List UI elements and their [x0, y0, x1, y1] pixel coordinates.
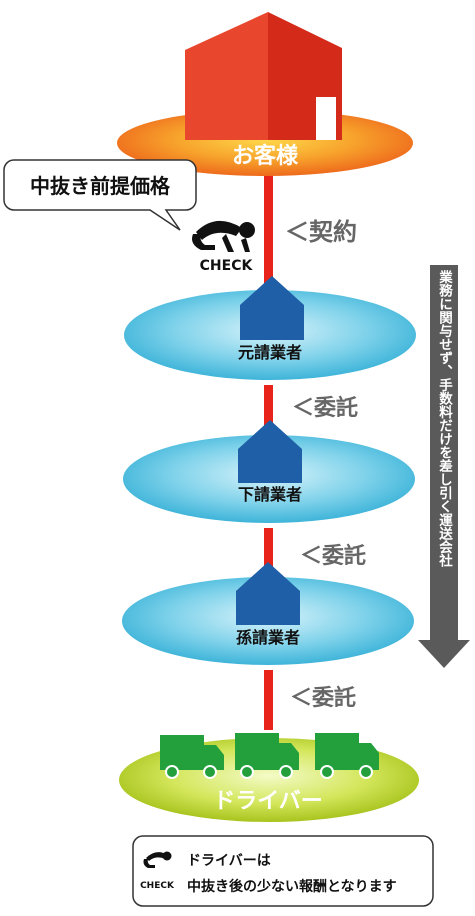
callout-bubble: 中抜き前提価格 — [3, 159, 197, 231]
connector-lines — [264, 165, 273, 730]
connector-line — [264, 528, 273, 568]
house-icon — [236, 562, 300, 625]
tier-label: 元請業者 — [238, 343, 302, 362]
connector-line — [264, 165, 273, 290]
driver-label: ドライバー — [213, 789, 323, 814]
truck-icon — [160, 735, 224, 779]
side-arrow-text: 業務に関与せず、手数料だけを差し引く運送会社 — [436, 269, 454, 569]
house-icon — [185, 12, 342, 140]
kneeling-man-icon — [143, 851, 172, 868]
check-label: CHECK — [200, 258, 254, 274]
note-check-label: CHECK — [140, 881, 175, 891]
down-arrow-icon — [418, 265, 470, 668]
note-box: CHECK ドライバーは 中抜き後の少ない報酬となります — [132, 835, 434, 907]
house-icon — [238, 420, 302, 483]
tier-label: 孫請業者 — [236, 628, 300, 647]
tier-node-prime: 元請業者 — [124, 276, 416, 380]
connector-line — [264, 670, 273, 730]
note-line-2: 中抜き後の少ない報酬となります — [187, 878, 397, 895]
note-line-1: ドライバーは — [187, 853, 271, 869]
link-label-outsource-2: ＜委託 — [300, 543, 366, 569]
kneeling-man-icon — [192, 220, 255, 252]
tier-node-subsub: 孫請業者 — [122, 562, 414, 665]
connector-line — [264, 385, 273, 435]
tier-label: 下請業者 — [238, 485, 302, 504]
driver-node: ドライバー — [119, 733, 419, 822]
truck-icon — [235, 733, 299, 779]
callout-text: 中抜き前提価格 — [30, 174, 171, 198]
house-icon — [240, 276, 304, 340]
customer-label: お客様 — [232, 143, 299, 169]
tier-node-sub: 下請業者 — [123, 420, 415, 523]
truck-icon — [315, 733, 379, 779]
customer-node: お客様 — [117, 12, 413, 176]
link-label-outsource-1: ＜委託 — [292, 395, 358, 421]
link-label-outsource-3: ＜委託 — [290, 685, 356, 711]
link-label-contract: ＜契約 — [285, 218, 357, 246]
